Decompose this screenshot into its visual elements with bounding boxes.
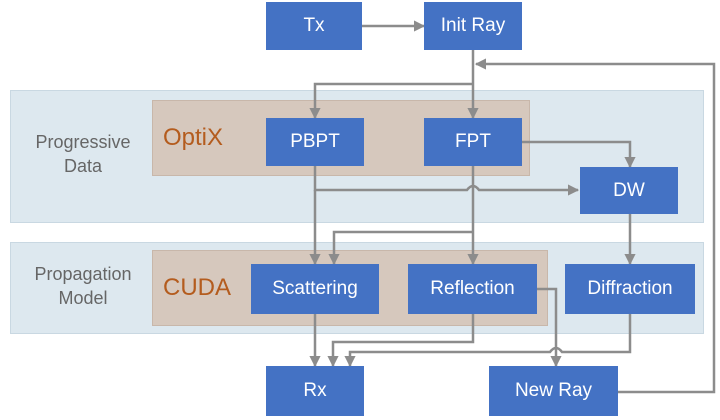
node-scattering: Scattering <box>251 264 379 314</box>
cuda-label: CUDA <box>163 274 232 301</box>
edge-pbpt-to-dw <box>313 166 580 196</box>
node-rx: Rx <box>266 366 364 416</box>
node-reflection: Reflection <box>408 264 537 314</box>
progressive-label-line1: Progressive <box>35 132 131 152</box>
edge-fpt-to-dw <box>522 140 636 169</box>
node-diffraction: Diffraction <box>565 264 695 314</box>
progressive-data-label: Progressive Data <box>18 130 148 178</box>
progressive-label-line2: Data <box>63 156 103 176</box>
node-dw: DW <box>580 167 678 214</box>
propagation-label-line2: Model <box>58 288 108 308</box>
node-init-ray: Init Ray <box>424 2 522 50</box>
optix-label: OptiX <box>163 124 224 151</box>
node-tx: Tx <box>266 2 362 50</box>
edge-diffraction-to-rx <box>344 314 632 368</box>
node-new-ray: New Ray <box>489 366 618 416</box>
node-fpt: FPT <box>424 118 522 166</box>
node-pbpt: PBPT <box>266 118 364 166</box>
edge-reflection-to-rx <box>327 314 475 368</box>
edge-reflection-to-new-ray <box>537 287 562 368</box>
edge-init-ray-to-pbpt <box>309 82 473 120</box>
edge-new-ray-to-init-ray <box>474 58 716 394</box>
propagation-label-line1: Propagation <box>34 264 132 284</box>
propagation-model-label: Propagation Model <box>18 262 148 310</box>
edge-fpt-to-scattering <box>328 230 473 266</box>
